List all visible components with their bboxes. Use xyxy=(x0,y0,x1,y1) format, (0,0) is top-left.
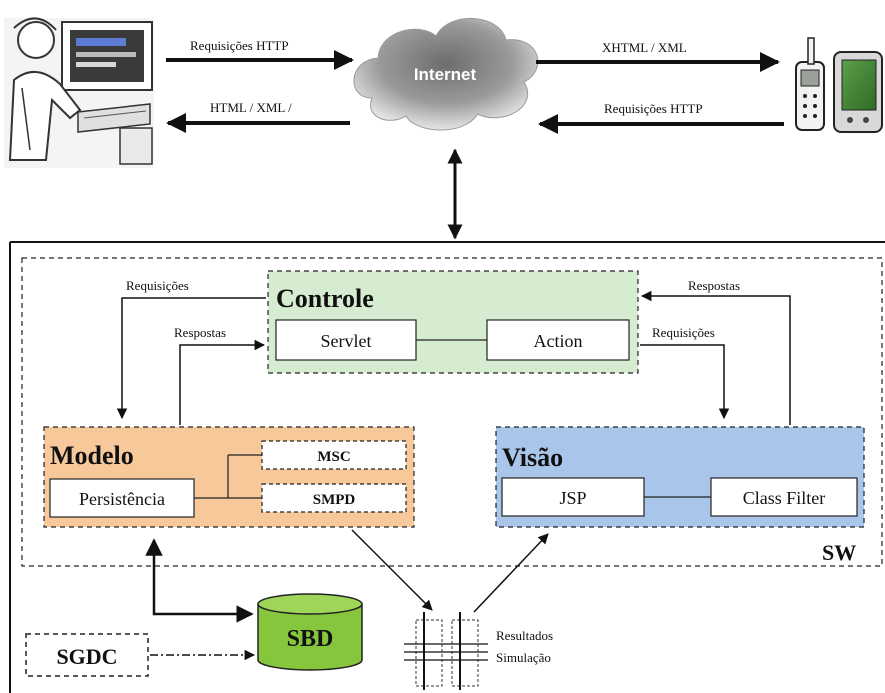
modelo-sbd-arrow xyxy=(145,538,254,623)
right-respostas-label: Respostas xyxy=(688,278,740,293)
sw-label: SW xyxy=(822,540,856,565)
servlet-box xyxy=(275,319,417,361)
persistencia-links xyxy=(194,454,262,499)
left-requisicoes-arrow xyxy=(116,297,266,420)
left-requisicoes-label: Requisições xyxy=(126,278,189,293)
controle-title: Controle xyxy=(276,284,374,313)
results-files-icon xyxy=(404,612,488,690)
persistencia-box xyxy=(49,478,195,518)
internet-label: Internet xyxy=(414,65,477,84)
resultados-label: Resultados xyxy=(496,628,553,643)
client-request-label: Requisições HTTP xyxy=(190,38,289,53)
action-box xyxy=(486,319,630,361)
sgdc-label: SGDC xyxy=(56,644,117,669)
msc-label: MSC xyxy=(317,449,350,465)
class-filter-label: Class Filter xyxy=(743,488,826,508)
mobile-response-label: XHTML / XML xyxy=(602,40,687,55)
right-requisicoes-label: Requisições xyxy=(652,325,715,340)
visao-title: Visão xyxy=(502,443,563,472)
simulacao-label: Simulação xyxy=(496,650,551,665)
servlet-label: Servlet xyxy=(321,331,372,351)
mobile-request-label: Requisições HTTP xyxy=(604,101,703,116)
right-respostas-arrow xyxy=(640,290,791,425)
sgdc-box xyxy=(25,633,149,677)
mobile-phone-icon xyxy=(795,37,825,131)
client-response-label: HTML / XML / xyxy=(210,100,292,115)
action-label: Action xyxy=(534,331,583,351)
left-respostas-arrow xyxy=(179,339,266,425)
sbd-database-icon xyxy=(257,593,363,671)
modelo-title: Modelo xyxy=(50,441,134,470)
jsp-label: JSP xyxy=(559,488,586,508)
sbd-label: SBD xyxy=(287,626,334,652)
sw-container xyxy=(21,257,883,567)
user-workstation-icon xyxy=(4,17,154,168)
class-filter-box xyxy=(710,477,858,517)
pda-device-icon xyxy=(833,51,883,133)
smpd-label: SMPD xyxy=(313,492,356,508)
results-visao-arrow xyxy=(473,533,549,613)
internet-cloud-icon xyxy=(353,17,539,131)
modelo-results-arrow xyxy=(351,529,433,611)
left-respostas-label: Respostas xyxy=(174,325,226,340)
persistencia-label: Persistência xyxy=(79,489,165,509)
system-frame xyxy=(9,241,885,693)
right-requisicoes-arrow xyxy=(640,344,730,420)
